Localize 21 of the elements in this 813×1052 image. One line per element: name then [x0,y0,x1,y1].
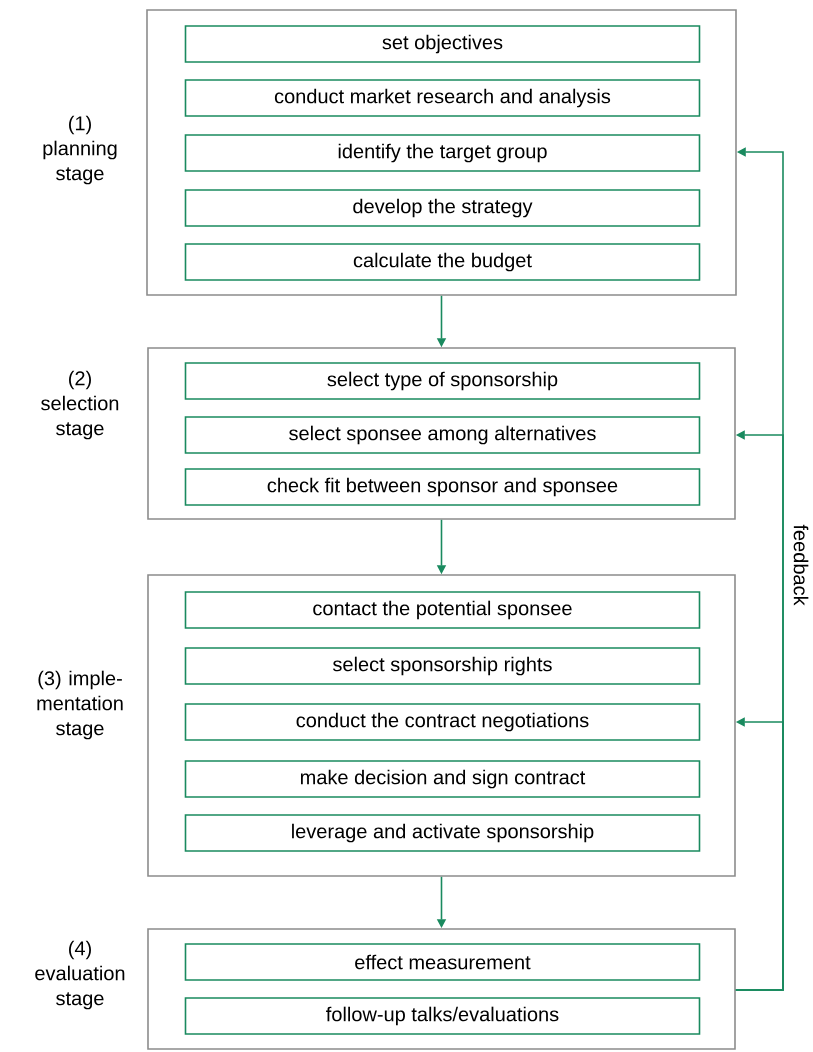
edge-label: feedback [792,523,810,607]
stage-label: (1) planning stage [43,115,117,185]
step-box: select sponsee among alternatives [184,416,701,454]
step-box: conduct market research and analysis [184,79,701,117]
stage-label: (3) imple-mentation stage [37,670,123,740]
step-box: select sponsorship rights [184,647,701,685]
step-box: make decision and sign contract [184,760,701,798]
step-box: effect measurement [184,943,701,981]
step-box: check fit between sponsor and sponsee [184,468,701,506]
step-box: follow-up talks/evaluations [184,997,701,1035]
step-box: calculate the budget [184,243,701,281]
step-box: select type of sponsorship [184,362,701,400]
stage-label: (2) selection stage [41,370,119,440]
arrow [735,717,784,991]
step-box: identify the target group [184,134,701,172]
step-box: develop the strategy [184,189,701,227]
step-box: conduct the contract negotiations [184,703,701,741]
stage-label: (4) evaluation stage [35,940,125,1010]
step-box: leverage and activate sponsorship [184,814,701,852]
step-box: contact the potential sponsee [184,591,701,629]
step-box: set objectives [184,25,701,63]
